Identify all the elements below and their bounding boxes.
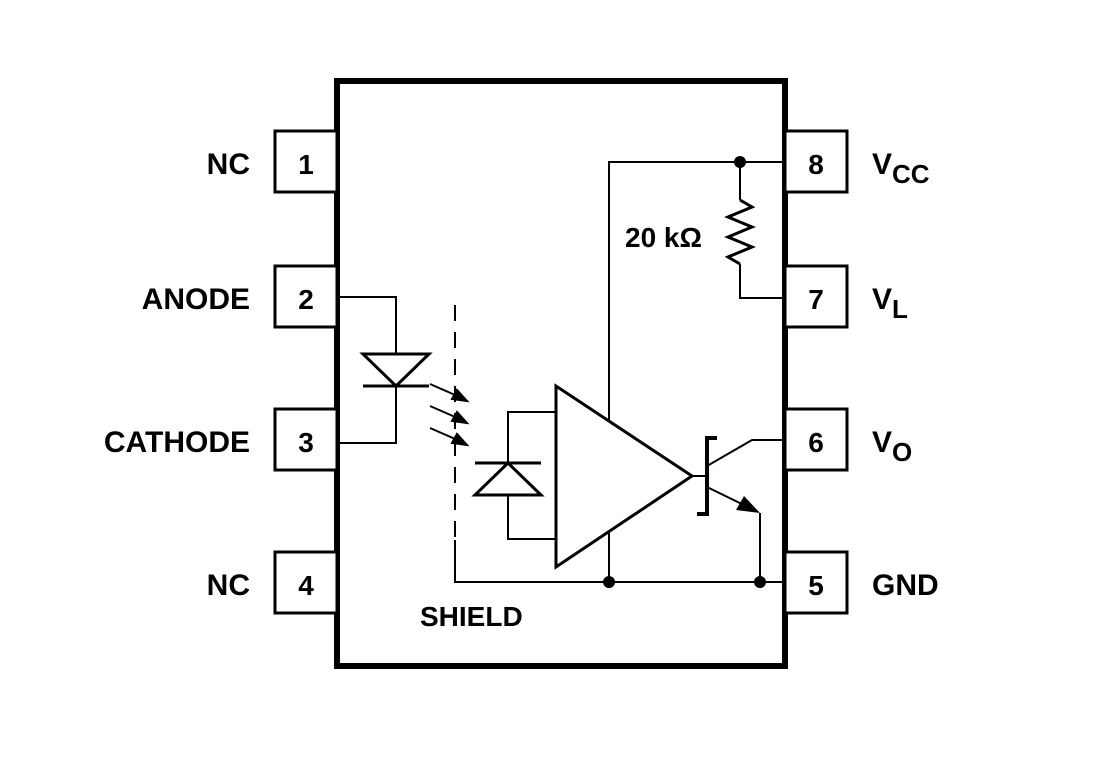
pin-number-2: 2 [298, 284, 314, 315]
pin-box-1 [273, 129, 339, 194]
pin-number-3: 3 [298, 427, 314, 458]
pin-label-3: CATHODE [104, 426, 250, 459]
pin-number-6: 6 [808, 427, 824, 458]
pin-box-7 [783, 264, 849, 329]
pin-label-1: NC [207, 148, 250, 181]
wire-vcc-to-amplifier [608, 161, 785, 421]
pin-label-7: VL [872, 283, 908, 324]
pin-label-6: VO [872, 426, 912, 467]
wire-photodiode-top [507, 411, 556, 463]
pin-number-7: 7 [808, 284, 824, 315]
pin-label-5: GND [872, 569, 939, 602]
wire-resistor-to-vl [739, 264, 785, 299]
wire-photodiode-bottom [507, 495, 556, 540]
transistor-collector [706, 439, 785, 467]
pin-number-5: 5 [808, 570, 824, 601]
wire-ground-rail [454, 540, 785, 583]
resistor-value-label: 20 kΩ [625, 222, 702, 253]
ic-package-body [334, 78, 788, 669]
wire-cathode [337, 386, 397, 444]
ground-junction-dot-amplifier [603, 576, 615, 588]
led-diode-symbol [359, 352, 433, 389]
photodiode-symbol [471, 460, 545, 497]
pin-label-2: ANODE [142, 283, 250, 316]
transistor-emitter-arrow [736, 496, 760, 513]
wire-anode [337, 296, 397, 354]
pin-number-4: 4 [298, 570, 314, 601]
amplifier-triangle [554, 383, 695, 570]
light-emission-arrows [429, 383, 470, 447]
transistor-base-schottky-bar [697, 436, 717, 516]
pin-box-4 [273, 550, 339, 615]
pin-label-4: NC [207, 569, 250, 602]
resistor-symbol [724, 198, 756, 266]
pin-box-2 [273, 264, 339, 329]
pin-number-8: 8 [808, 149, 824, 180]
shield-label: SHIELD [420, 601, 523, 632]
pin-label-8: VCC [872, 148, 930, 189]
pin-number-1: 1 [298, 149, 314, 180]
pin-box-3 [273, 407, 339, 472]
